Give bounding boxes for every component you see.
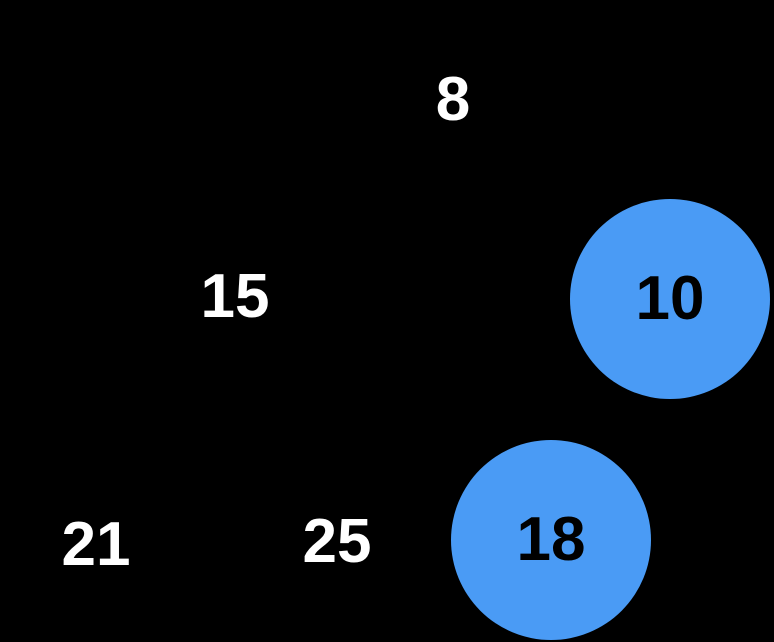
value-text: 15 [200,262,270,331]
value-label[interactable]: 21 [0,500,196,590]
value-label[interactable]: 8 [353,55,553,145]
highlighted-value-marker[interactable]: 10 [570,199,770,399]
value-text: 25 [302,507,372,576]
value-text: 18 [516,505,586,574]
value-label[interactable]: 25 [237,497,437,587]
value-text: 21 [61,510,131,579]
value-text: 8 [435,65,471,134]
highlighted-value-marker[interactable]: 18 [451,440,651,640]
value-text: 10 [635,264,705,333]
value-label[interactable]: 15 [135,252,335,342]
